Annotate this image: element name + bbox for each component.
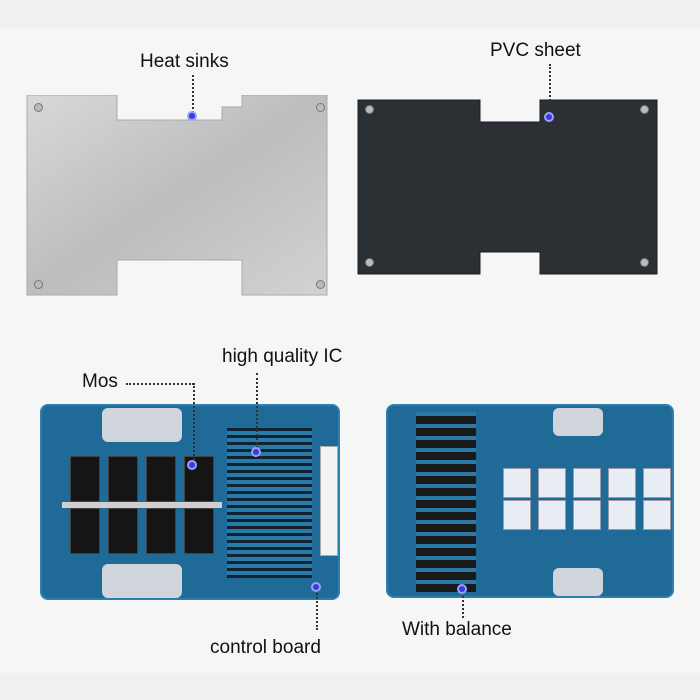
label-with-balance: With balance xyxy=(402,619,512,640)
screw-icon xyxy=(640,258,649,267)
marker-dot xyxy=(251,447,261,457)
marker-dot xyxy=(187,111,197,121)
screw-icon xyxy=(640,105,649,114)
leader-line xyxy=(316,590,318,630)
label-pvc-sheet: PVC sheet xyxy=(490,40,581,61)
marker-dot xyxy=(311,582,321,592)
balance-board-pcb xyxy=(386,404,674,598)
label-heat-sinks: Heat sinks xyxy=(140,51,229,72)
label-mos: Mos xyxy=(82,371,118,392)
pvc-sheet xyxy=(357,99,658,275)
screw-icon xyxy=(316,280,325,289)
marker-dot xyxy=(544,112,554,122)
control-board-pcb xyxy=(40,404,340,600)
screw-icon xyxy=(316,103,325,112)
leader-line xyxy=(549,64,551,112)
screw-icon xyxy=(34,103,43,112)
leader-line xyxy=(192,75,194,113)
marker-dot xyxy=(187,460,197,470)
marker-dot xyxy=(457,584,467,594)
leader-line xyxy=(193,383,195,463)
leader-line xyxy=(126,383,194,385)
heat-sink-plate xyxy=(26,95,328,296)
leader-line xyxy=(462,592,464,618)
label-control-board: control board xyxy=(210,637,321,658)
leader-line xyxy=(256,373,258,448)
screw-icon xyxy=(365,105,374,114)
label-high-quality-ic: high quality IC xyxy=(222,346,343,367)
screw-icon xyxy=(365,258,374,267)
screw-icon xyxy=(34,280,43,289)
